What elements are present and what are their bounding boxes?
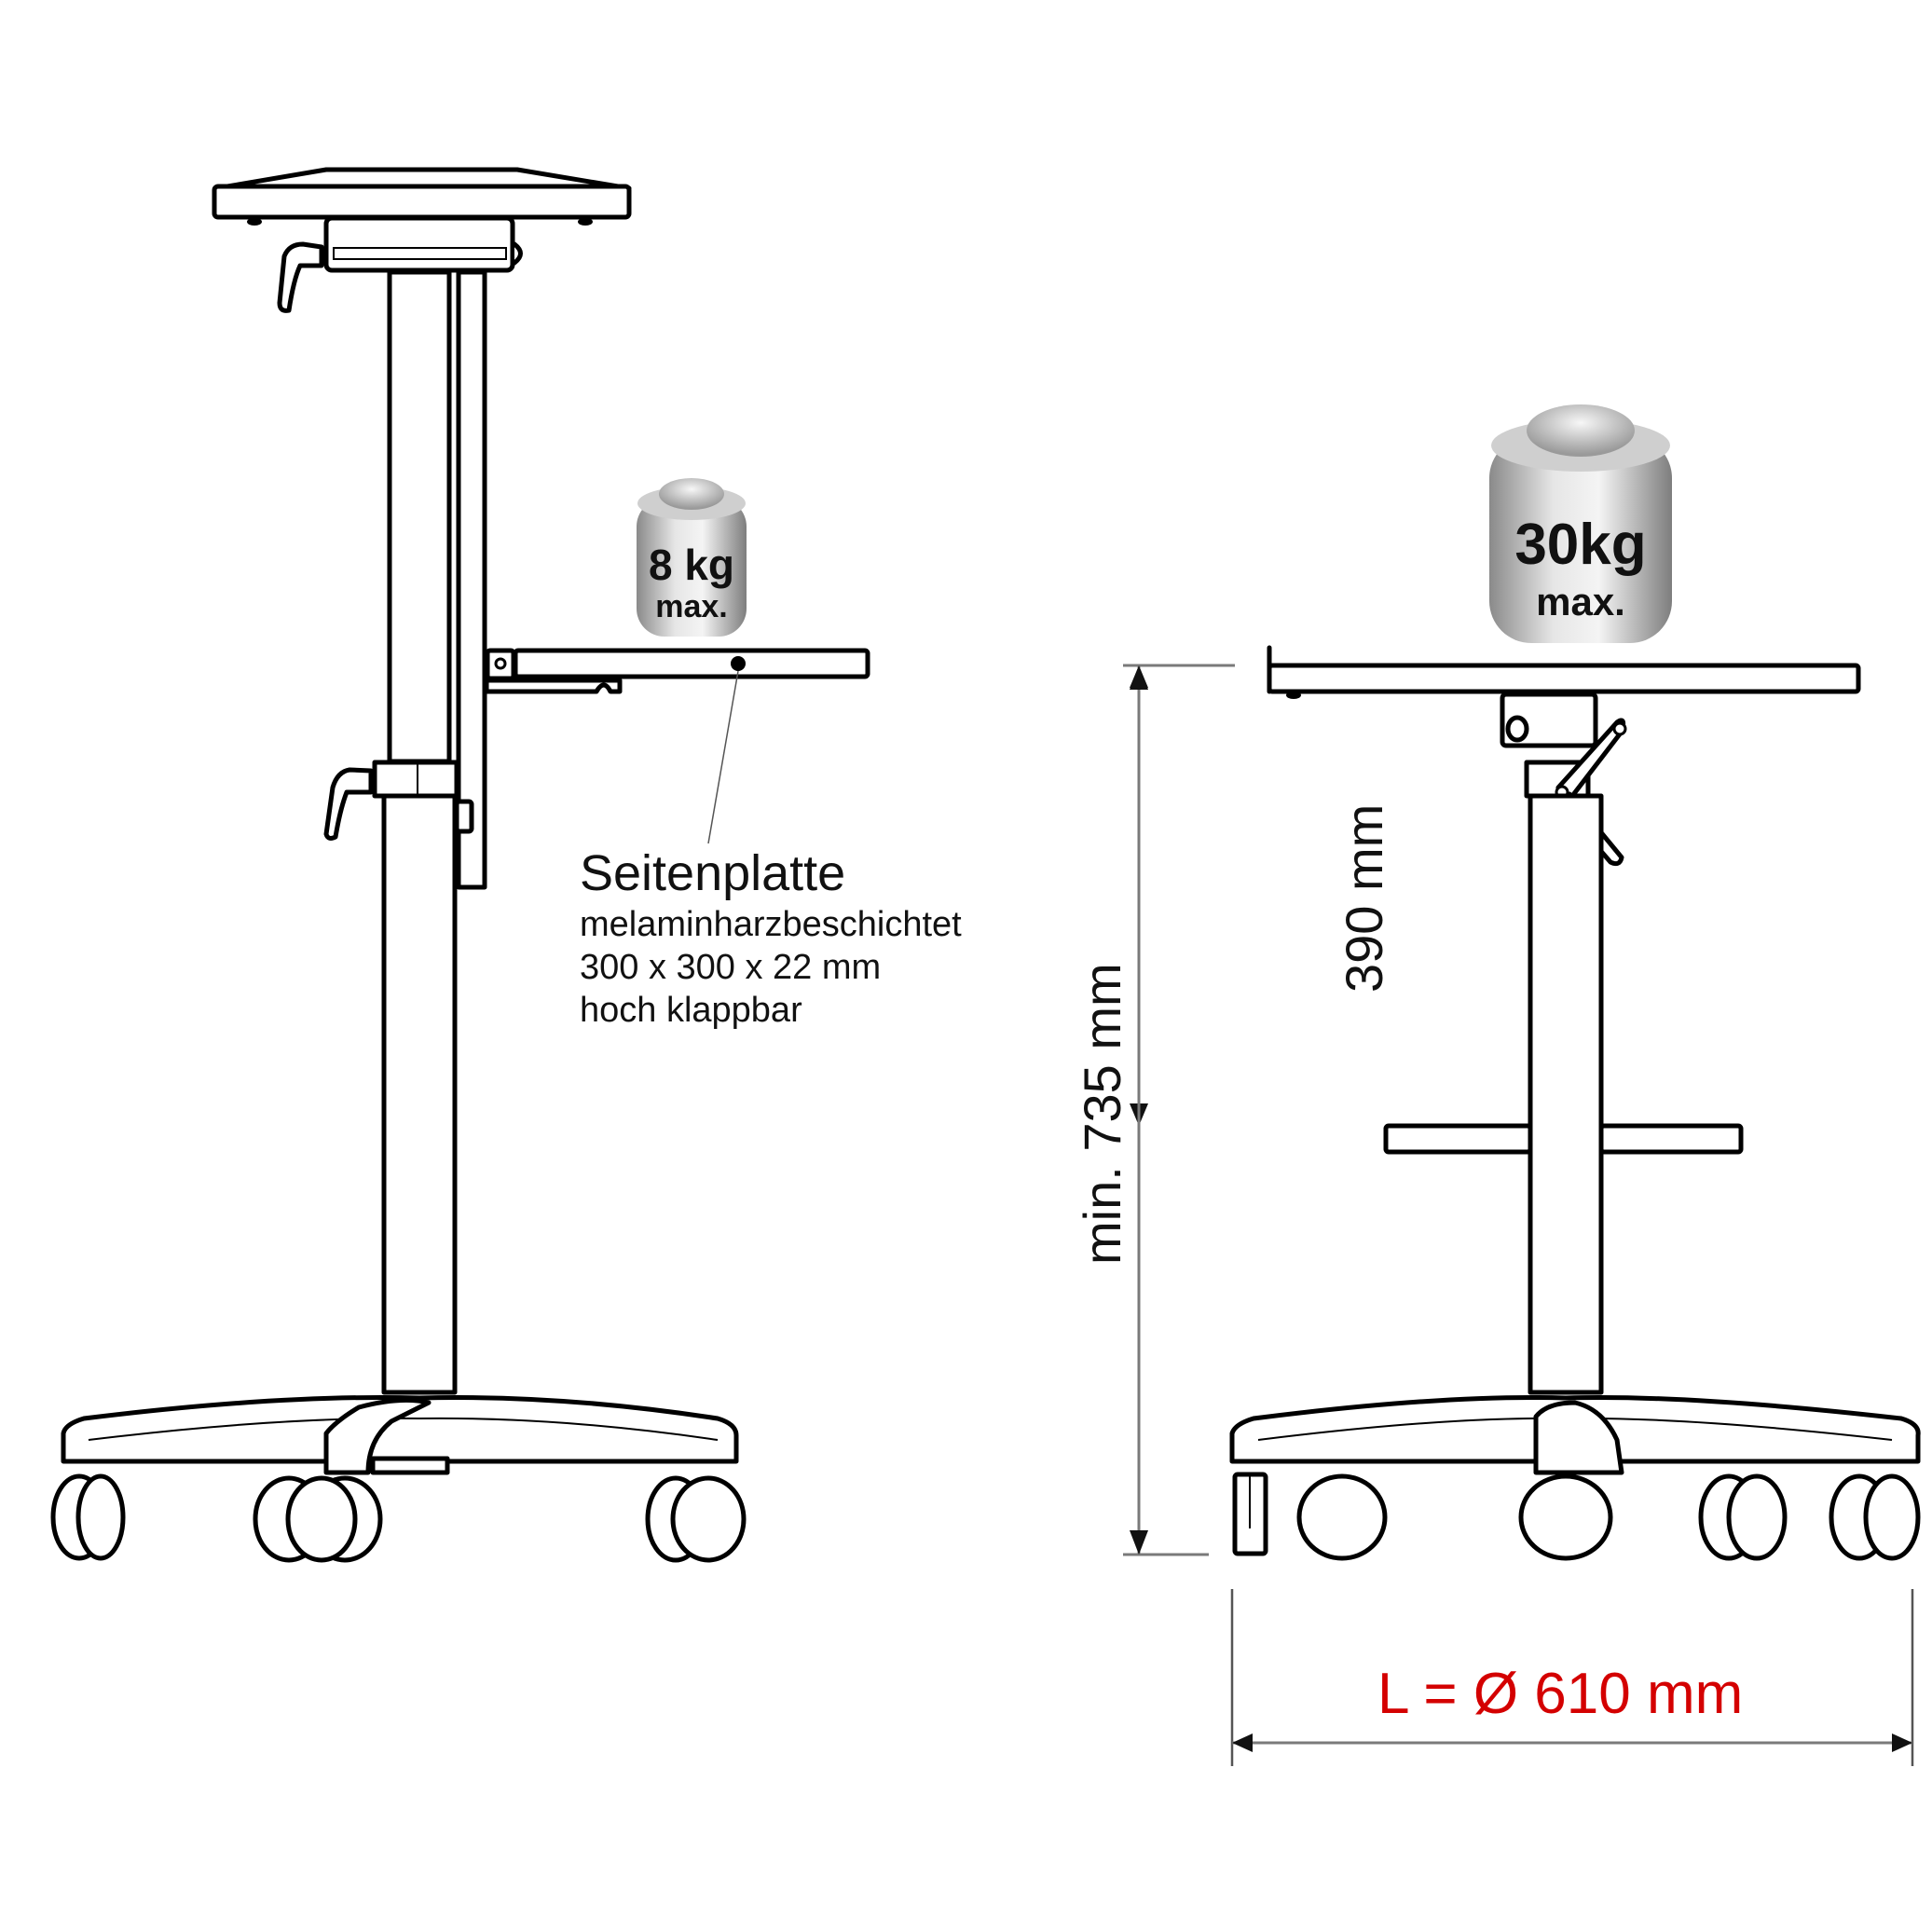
dimension-shelf-gap: 390 mm	[1130, 665, 1393, 1126]
weight-8kg-qualifier: max.	[655, 589, 728, 624]
top-clamp-lever-icon[interactable]	[277, 241, 324, 313]
caster-icon	[1698, 1473, 1788, 1561]
side-column-upper	[387, 269, 452, 764]
front-tabletop	[1267, 663, 1861, 694]
weight-8kg-icon: 8 kg max.	[637, 478, 747, 637]
caster-icon	[645, 1475, 747, 1563]
caster-icon	[253, 1475, 383, 1563]
weight-30kg-value: 30kg	[1514, 513, 1646, 577]
side-view: 8 kg max. Seitenplatte melaminharzbeschi…	[50, 167, 962, 1563]
side-shelf	[484, 648, 870, 694]
front-casters	[1232, 1472, 1921, 1561]
callout-title: Seitenplatte	[580, 845, 845, 901]
caster-icon	[1518, 1473, 1613, 1561]
height-clamp-lever-icon[interactable]	[323, 767, 374, 841]
front-column	[1528, 793, 1604, 1395]
dimension-shelf-gap-label: 390 mm	[1335, 804, 1393, 993]
caster-icon	[1232, 1472, 1268, 1556]
caster-icon	[1296, 1473, 1388, 1561]
front-view: 30kg max.	[1229, 404, 1921, 1561]
dimension-base-diameter-label: L = Ø 610 mm	[1377, 1662, 1743, 1726]
weight-30kg-qualifier: max.	[1536, 580, 1625, 623]
weight-30kg-icon: 30kg max.	[1489, 404, 1672, 643]
side-casters	[50, 1473, 747, 1563]
callout-leader-line	[707, 670, 739, 844]
callout-line-material: melaminharzbeschichtet	[580, 905, 962, 944]
dimension-base-diameter: L = Ø 610 mm	[1230, 1589, 1914, 1766]
front-lower-shelf-right	[1598, 1123, 1744, 1155]
side-shelf-callout: Seitenplatte melaminharzbeschichtet 300 …	[580, 845, 962, 1030]
side-height-collar	[372, 760, 459, 799]
front-base	[1229, 1394, 1921, 1475]
dimension-min-height: min. 735 mm	[1073, 664, 1235, 1556]
weight-8kg-value: 8 kg	[649, 541, 734, 589]
side-tilt-bracket	[323, 215, 523, 273]
callout-line-size: 300 x 300 x 22 mm	[580, 948, 881, 987]
side-column-lower	[381, 793, 458, 1395]
side-base	[61, 1394, 739, 1475]
dimension-min-height-label: min. 735 mm	[1073, 963, 1131, 1265]
caster-icon	[50, 1473, 126, 1561]
side-slide-rail	[456, 269, 487, 890]
callout-line-foldable: hoch klappbar	[580, 991, 802, 1030]
front-lower-shelf-left	[1383, 1123, 1533, 1155]
caster-icon	[1829, 1473, 1921, 1561]
